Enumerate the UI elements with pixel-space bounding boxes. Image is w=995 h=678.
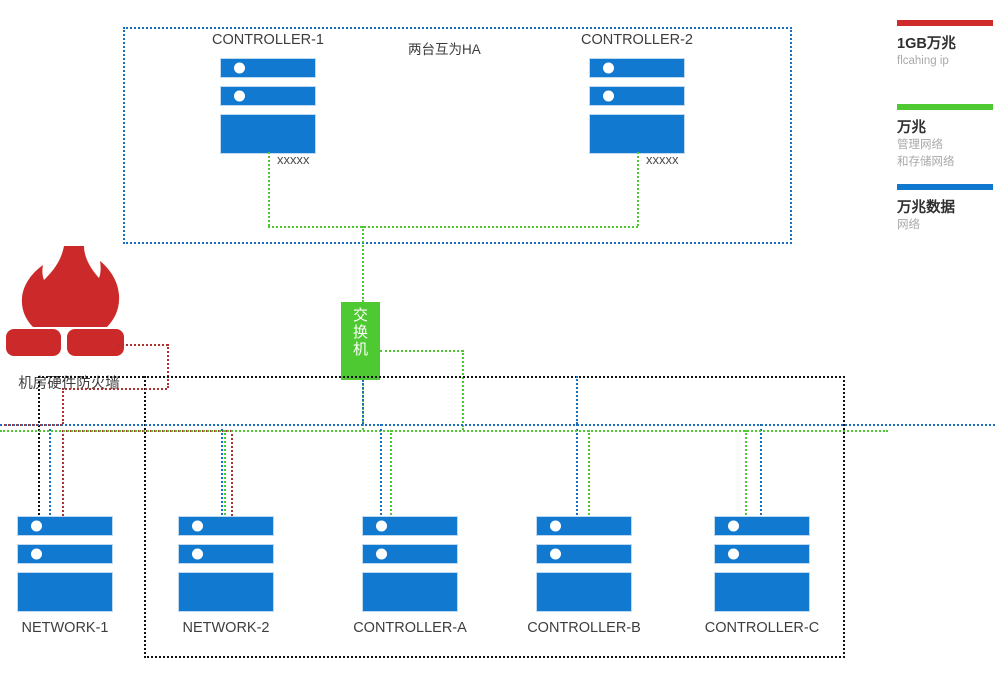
legend-title: 1GB万兆 xyxy=(897,36,956,52)
switch-label-char-3: 机 xyxy=(352,340,368,358)
status-led-icon xyxy=(31,548,42,560)
server-bay-1 xyxy=(220,58,316,78)
link-blue-switch-down xyxy=(362,380,364,424)
node-label: NETWORK-2 xyxy=(182,620,270,636)
link-blue-drop-network-2 xyxy=(221,424,223,519)
status-led-icon xyxy=(234,90,245,102)
legend-title: 万兆 xyxy=(897,120,926,136)
link-blue-up-switch-area xyxy=(576,376,578,424)
status-led-icon xyxy=(192,548,203,560)
server-bay-2 xyxy=(589,86,685,106)
link-blue-bus xyxy=(0,424,995,426)
legend-subtitle-1: 管理网络 xyxy=(897,139,943,152)
switch-label-char-1: 交 xyxy=(352,307,368,324)
server-bay-2 xyxy=(536,544,632,564)
server-bay-2 xyxy=(220,86,316,106)
server-bay-1 xyxy=(589,58,685,78)
status-led-icon xyxy=(376,548,387,560)
status-led-icon xyxy=(728,548,739,560)
node-label: CONTROLLER-C xyxy=(704,620,820,636)
link-black-bus xyxy=(144,376,845,378)
node-label: CONTROLLER-1 xyxy=(212,32,324,48)
legend-subtitle-2: 和存储网络 xyxy=(897,156,955,169)
node-label: NETWORK-1 xyxy=(21,620,109,636)
link-red-bus-left xyxy=(62,388,167,390)
server-bay-1 xyxy=(362,516,458,536)
link-green-top-bus xyxy=(268,226,638,228)
link-black-left-drop xyxy=(38,376,40,519)
server-bay-3 xyxy=(362,572,458,612)
server-bay-1 xyxy=(714,516,810,536)
server-bay-3 xyxy=(178,572,274,612)
switch-label-char-2: 换 xyxy=(352,323,368,341)
server-bay-2 xyxy=(178,544,274,564)
link-green-drop-controller-c xyxy=(745,430,747,519)
link-red-firewall-out xyxy=(118,344,168,346)
top-zone-container xyxy=(123,27,792,244)
node-label: CONTROLLER-B xyxy=(527,620,641,636)
link-blue-drop-controller-b xyxy=(576,424,578,519)
server-bay-3 xyxy=(714,572,810,612)
status-led-icon xyxy=(550,520,561,532)
link-green-c2-down xyxy=(637,152,639,226)
link-blue-drop-controller-a xyxy=(380,424,382,519)
legend-item-1: 1GB万兆 flcahing ip xyxy=(897,20,993,70)
node-label: CONTROLLER-A xyxy=(353,620,467,636)
link-red-left-v xyxy=(62,388,64,424)
node-label: CONTROLLER-2 xyxy=(581,32,693,48)
server-bay-1 xyxy=(17,516,113,536)
legend-color-swatch xyxy=(897,184,993,190)
link-green-bottom-bus xyxy=(0,430,888,432)
port-label-controller-2: xxxxx xyxy=(646,152,679,167)
server-bay-3 xyxy=(589,114,685,154)
server-bay-2 xyxy=(362,544,458,564)
status-led-icon xyxy=(603,62,614,74)
switch-node[interactable]: 交 换 机 xyxy=(341,302,380,380)
server-bay-1 xyxy=(536,516,632,536)
server-bay-3 xyxy=(220,114,316,154)
link-red-drop-network-1 xyxy=(62,430,64,520)
legend-subtitle-1: flcahing ip xyxy=(897,55,949,68)
status-led-icon xyxy=(192,520,203,532)
server-bay-3 xyxy=(536,572,632,612)
link-red-drop-network-2 xyxy=(231,430,233,520)
status-led-icon xyxy=(31,520,42,532)
server-bay-3 xyxy=(17,572,113,612)
server-bay-2 xyxy=(17,544,113,564)
legend-title: 万兆数据 xyxy=(897,200,955,216)
link-red-firewall-down xyxy=(167,344,169,388)
ha-note-label: 两台互为HA xyxy=(408,42,481,57)
server-bay-2 xyxy=(714,544,810,564)
link-green-bus-to-switch xyxy=(362,226,364,302)
link-green-drop-network-2 xyxy=(224,430,226,519)
port-label-controller-1: xxxxx xyxy=(277,152,310,167)
link-green-drop-controller-a xyxy=(390,430,392,519)
link-green-c1-down xyxy=(268,152,270,226)
status-led-icon xyxy=(550,548,561,560)
server-bay-1 xyxy=(178,516,274,536)
status-led-icon xyxy=(234,62,245,74)
legend-color-swatch xyxy=(897,20,993,26)
status-led-icon xyxy=(728,520,739,532)
legend-item-3: 万兆数据 网络 xyxy=(897,184,993,234)
link-green-switch-right xyxy=(380,350,463,352)
link-green-right-drop xyxy=(462,350,464,430)
link-blue-drop-network-1 xyxy=(49,424,51,519)
status-led-icon xyxy=(603,90,614,102)
legend-color-swatch xyxy=(897,104,993,110)
link-green-drop-controller-b xyxy=(588,430,590,519)
status-led-icon xyxy=(376,520,387,532)
link-blue-drop-controller-c xyxy=(760,424,762,519)
link-black-left-bus xyxy=(38,376,144,378)
legend-subtitle-1: 网络 xyxy=(897,219,920,232)
firewall-icon xyxy=(4,240,126,360)
legend-item-2: 万兆 管理网络 和存储网络 xyxy=(897,104,993,172)
